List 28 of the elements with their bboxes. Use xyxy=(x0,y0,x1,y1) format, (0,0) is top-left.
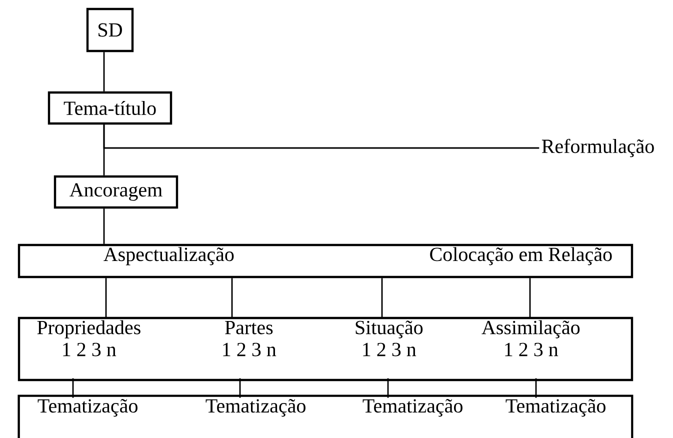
connector-line xyxy=(535,378,537,398)
connector-line xyxy=(105,278,107,318)
band-label: Tematização xyxy=(506,399,606,417)
connector-line xyxy=(381,278,383,318)
band-box xyxy=(18,394,634,438)
connector-line xyxy=(103,208,105,244)
text-box: Ancoragem xyxy=(54,175,178,209)
connector-line xyxy=(231,278,233,318)
band-box xyxy=(18,244,634,278)
band-label: Aspectualização xyxy=(104,247,234,266)
category-label: Situação 1 2 3 n xyxy=(356,320,423,356)
text-box: SD xyxy=(86,8,134,52)
band-label: Tematização xyxy=(38,399,138,417)
band-label: Colocação em Relação xyxy=(430,247,612,266)
connector-line xyxy=(72,378,74,398)
connector-line xyxy=(387,378,389,398)
connector-line xyxy=(103,124,540,149)
band-label: Tematização xyxy=(206,399,306,417)
category-label: Partes 1 2 3 n xyxy=(223,321,276,356)
branch-label: Reformulação xyxy=(542,138,654,158)
connector-line xyxy=(239,378,241,398)
category-label: Propriedades 1 2 3 n xyxy=(37,320,140,356)
connector-line xyxy=(529,278,531,318)
band-label: Tematização xyxy=(362,399,462,417)
band-box xyxy=(18,316,634,382)
connector-line xyxy=(103,52,105,92)
text-box: Tema-título xyxy=(48,91,172,125)
category-label: Assimilação 1 2 3 n xyxy=(482,320,580,356)
